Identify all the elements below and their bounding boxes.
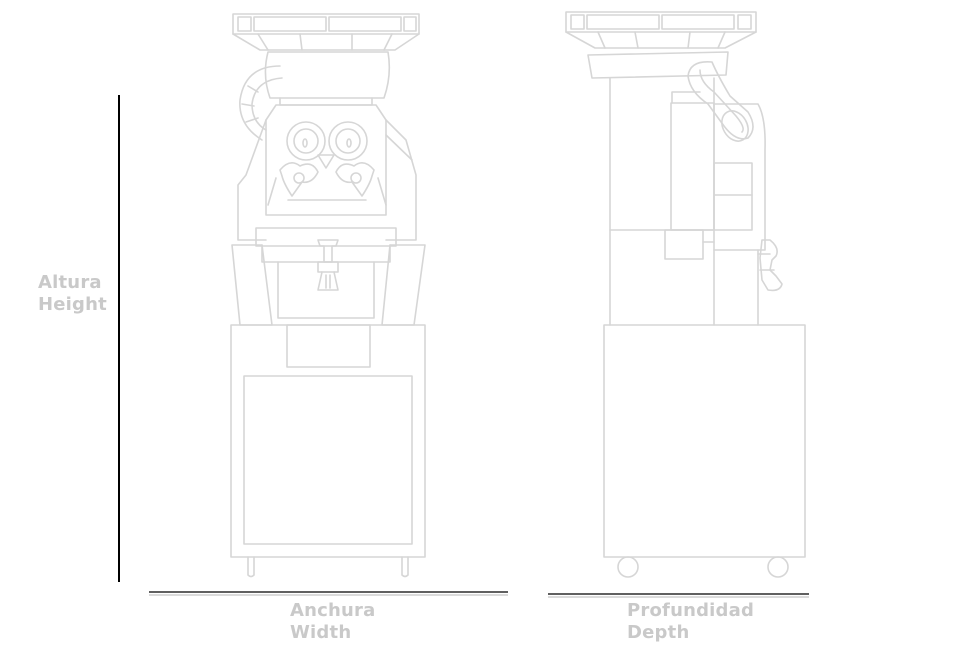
depth-measure-line [548,593,809,598]
width-measure-line [149,591,508,596]
front-top-tray [232,13,420,51]
side-view [565,11,806,578]
width-label: Anchura Width [290,600,375,644]
depth-label-en: Depth [627,622,690,643]
height-label-es: Altura [38,272,102,293]
height-label-en: Height [38,294,107,315]
depth-label-es: Profundidad [627,600,755,621]
width-label-es: Anchura [290,600,376,621]
side-top-tray [565,11,757,49]
front-view [230,13,426,578]
depth-label: Profundidad Depth [627,600,754,644]
width-label-en: Width [290,622,352,643]
height-label: Altura Height [38,272,107,316]
